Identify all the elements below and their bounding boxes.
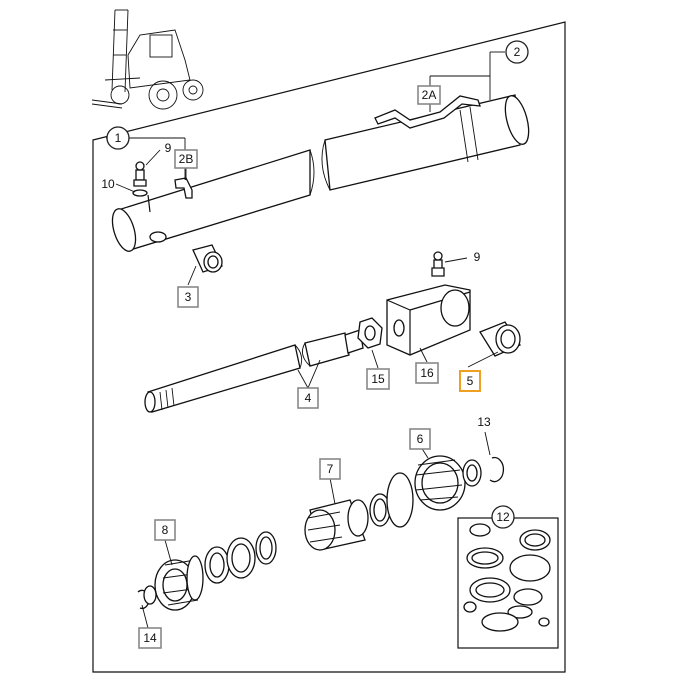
callout-2-label: 2 (514, 45, 521, 59)
o-ring-large (386, 472, 414, 528)
callout-14[interactable]: 14 (138, 627, 162, 649)
tube-2b (174, 177, 193, 199)
callout-16-label: 16 (420, 366, 434, 380)
frame (92, 21, 566, 673)
callout-8-label: 8 (162, 523, 169, 537)
seal-kit-box (457, 517, 559, 649)
callout-9-right[interactable]: 9 (474, 250, 481, 264)
circlip-13 (489, 456, 505, 483)
tube-2a (374, 95, 481, 129)
callout-2b[interactable]: 2B (174, 149, 198, 169)
callout-10-label: 10 (101, 177, 115, 191)
callout-1-label: 1 (115, 131, 122, 145)
callout-7[interactable]: 7 (319, 458, 341, 480)
callout-9-top-label: 9 (165, 141, 172, 155)
seal-ring-d (255, 531, 277, 565)
rod-eye-16 (386, 284, 471, 356)
cylinder-head-8 (154, 555, 204, 611)
gland-7 (304, 499, 369, 551)
washer-10 (132, 189, 148, 197)
callout-2a-label: 2A (422, 88, 437, 102)
callout-13[interactable]: 13 (477, 415, 491, 429)
callout-14-label: 14 (143, 631, 157, 645)
seal-ring-c (226, 537, 256, 579)
callout-15[interactable]: 15 (366, 368, 390, 390)
bushing-5 (479, 321, 521, 357)
callout-8[interactable]: 8 (154, 519, 176, 541)
callout-12[interactable]: 12 (491, 505, 515, 529)
callout-12-label: 12 (496, 510, 510, 524)
callout-9-top[interactable]: 9 (165, 141, 172, 155)
callout-7-label: 7 (327, 462, 334, 476)
bushing-3 (192, 244, 223, 273)
callout-3[interactable]: 3 (177, 286, 199, 308)
cylinder-barrel (111, 94, 530, 252)
washer-14 (143, 585, 157, 605)
callout-15-label: 15 (371, 372, 385, 386)
callout-4-label: 4 (305, 391, 312, 405)
grease-nipple-right (431, 251, 445, 277)
callout-6-label: 6 (417, 432, 424, 446)
callout-16[interactable]: 16 (415, 362, 439, 384)
leader-lines (106, 51, 505, 629)
callout-10[interactable]: 10 (101, 177, 115, 191)
callout-4[interactable]: 4 (297, 387, 319, 409)
callout-5-label: 5 (467, 374, 474, 388)
callout-9-right-label: 9 (474, 250, 481, 264)
piston-rod-4 (144, 329, 364, 413)
callout-2[interactable]: 2 (505, 40, 529, 64)
seal-ring-b (204, 546, 230, 584)
callout-1[interactable]: 1 (106, 126, 130, 150)
callout-5[interactable]: 5 (459, 370, 481, 392)
callout-6[interactable]: 6 (409, 428, 431, 450)
callout-3-label: 3 (185, 290, 192, 304)
callout-13-label: 13 (477, 415, 491, 429)
grease-nipple-top (133, 161, 147, 187)
nut-15 (357, 317, 383, 349)
forklift-icon (91, 9, 204, 110)
callout-2b-label: 2B (179, 152, 194, 166)
callout-2a[interactable]: 2A (417, 85, 441, 105)
piston-6 (414, 455, 482, 511)
